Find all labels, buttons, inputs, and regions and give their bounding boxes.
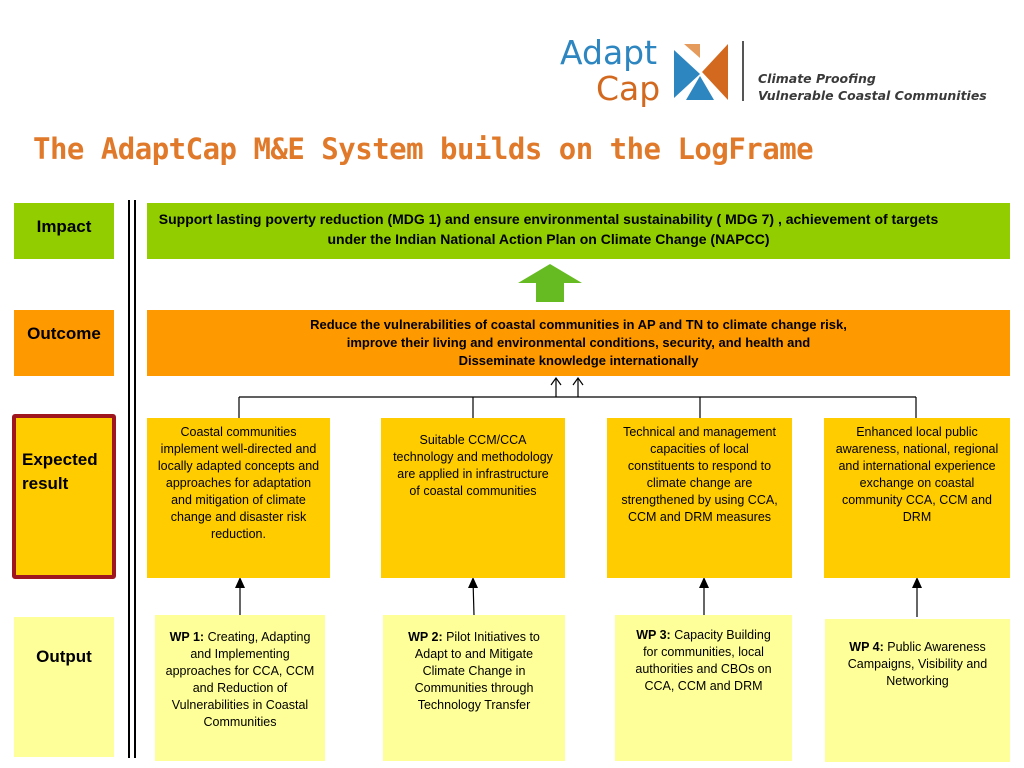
- outcome-line-1: Reduce the vulnerabilities of coastal co…: [310, 317, 847, 332]
- logo-divider: [742, 41, 744, 101]
- output-wp1-label: WP 1:: [169, 630, 205, 644]
- output-wp4-label: WP 4:: [849, 640, 884, 654]
- output-wp2: WP 2: Pilot Initiatives to Adapt to and …: [383, 615, 565, 761]
- output-wp2-label: WP 2:: [408, 630, 443, 644]
- page-title: The AdaptCap M&E System builds on the Lo…: [33, 132, 814, 166]
- output-wp3: WP 3: Capacity Building for communities,…: [615, 615, 792, 761]
- expected-result-1-text: Coastal communities implement well-direc…: [157, 425, 320, 541]
- output-wp4-text: Public Awareness Campaigns, Visibility a…: [847, 640, 988, 688]
- vertical-divider: [128, 200, 130, 758]
- impact-text: Support lasting poverty reduction (MDG 1…: [158, 211, 939, 247]
- impact-box: Support lasting poverty reduction (MDG 1…: [147, 203, 1010, 259]
- expected-result-3: Technical and management capacities of l…: [607, 418, 792, 578]
- up-arrow-icon: [518, 264, 582, 302]
- output-wp1: WP 1: Creating, Adapting and Implementin…: [155, 615, 325, 761]
- expected-result-1: Coastal communities implement well-direc…: [147, 418, 330, 578]
- output-wp1-text: Creating, Adapting and Implementing appr…: [165, 630, 315, 729]
- logo-mark-icon: [674, 44, 728, 100]
- output-wp3-label: WP 3:: [636, 628, 671, 642]
- expected-result-3-text: Technical and management capacities of l…: [621, 425, 778, 524]
- outcome-line-3: Disseminate knowledge internationally: [458, 353, 699, 368]
- outcome-box: Reduce the vulnerabilities of coastal co…: [147, 310, 1010, 376]
- output-wp2-text: Pilot Initiatives to Adapt to and Mitiga…: [414, 630, 540, 712]
- output-wp3-text: Capacity Building for communities, local…: [635, 628, 772, 693]
- expected-result-2-text: Suitable CCM/CCA technology and methodol…: [393, 433, 553, 498]
- row-label-impact: Impact: [14, 203, 114, 259]
- row-label-outcome: Outcome: [14, 310, 114, 376]
- row-label-output: Output: [14, 617, 114, 757]
- row-label-expected-result: Expected result: [12, 414, 116, 579]
- outcome-line-2: improve their living and environmental c…: [346, 335, 811, 350]
- expected-result-4: Enhanced local public awareness, nationa…: [824, 418, 1010, 578]
- logo-word-adapt: Adapt: [560, 33, 658, 72]
- expected-result-4-text: Enhanced local public awareness, nationa…: [835, 425, 999, 524]
- vertical-divider-2: [134, 200, 136, 758]
- expected-result-2: Suitable CCM/CCA technology and methodol…: [381, 418, 565, 578]
- logo-tagline-1: Climate Proofing: [758, 71, 876, 86]
- logo-word-cap: Cap: [596, 69, 661, 108]
- logo-tagline-2: Vulnerable Coastal Communities: [758, 88, 987, 103]
- output-wp4: WP 4: Public Awareness Campaigns, Visibi…: [825, 619, 1010, 762]
- adaptcap-logo: Adapt Cap Climate Proofing Vulnerable Co…: [560, 33, 987, 110]
